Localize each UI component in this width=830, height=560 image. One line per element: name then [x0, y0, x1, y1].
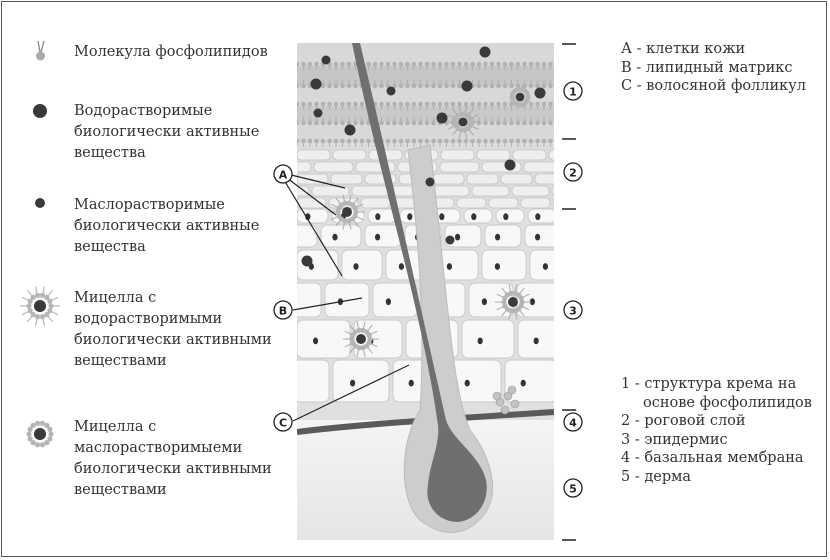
svg-text:2: 2: [569, 167, 577, 180]
layer-4-marker: 4: [564, 413, 582, 431]
layer-5-marker: 5: [564, 479, 582, 497]
callout-a-label: A: [279, 169, 288, 182]
svg-text:3: 3: [569, 305, 577, 318]
svg-text:4: 4: [569, 417, 577, 430]
svg-text:5: 5: [569, 483, 577, 496]
layer-1-marker: 1: [564, 82, 582, 100]
callout-c-label: C: [279, 417, 287, 430]
layer-ticks: [562, 44, 576, 540]
layer-2-marker: 2: [564, 163, 582, 181]
callout-b-label: B: [279, 305, 287, 318]
callout-c: C: [274, 413, 292, 431]
layer-3-marker: 3: [564, 301, 582, 319]
callout-a: A: [274, 165, 292, 183]
callout-b: B: [274, 301, 292, 319]
svg-text:1: 1: [569, 86, 577, 99]
